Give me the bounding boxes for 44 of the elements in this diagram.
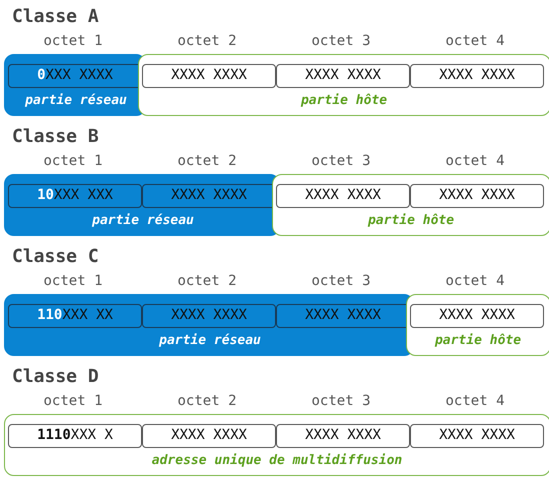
octet-header: octet 4: [446, 153, 504, 169]
part-label: partie réseau: [92, 213, 194, 228]
class-title: Classe B: [12, 126, 99, 147]
octet-bits: 10XXX XXX: [8, 184, 142, 208]
octet-header: octet 3: [312, 273, 370, 289]
part-label: partie hôte: [300, 93, 388, 108]
host-part-band: [406, 294, 549, 356]
octet-header: octet 1: [44, 153, 102, 169]
class-title: Classe C: [12, 246, 99, 267]
octet-bits: XXXX XXXX: [142, 304, 276, 328]
octet-bits: 110XXX XX: [8, 304, 142, 328]
octet-header: octet 2: [178, 393, 236, 409]
host-part-band: [138, 54, 549, 116]
octet-header: octet 1: [44, 393, 102, 409]
octet-bits: XXXX XXXX: [410, 184, 544, 208]
part-label: partie hôte: [434, 333, 522, 348]
octet-header: octet 1: [44, 273, 102, 289]
octet-header: octet 4: [446, 393, 504, 409]
octet-bits: XXXX XXXX: [410, 64, 544, 88]
octet-bits: XXXX XXXX: [276, 424, 410, 448]
octet-bits: XXXX XXXX: [142, 64, 276, 88]
part-label: adresse unique de multidiffusion: [152, 453, 402, 468]
octet-header: octet 3: [312, 393, 370, 409]
octet-header: octet 2: [178, 273, 236, 289]
octet-bits: XXXX XXXX: [276, 64, 410, 88]
octet-header: octet 2: [178, 33, 236, 49]
octet-bits: XXXX XXXX: [276, 184, 410, 208]
class-title: Classe A: [12, 6, 99, 27]
octet-header: octet 3: [312, 153, 370, 169]
part-label: partie réseau: [25, 93, 127, 108]
class-title: Classe D: [12, 366, 99, 387]
octet-header: octet 2: [178, 153, 236, 169]
octet-header: octet 4: [446, 33, 504, 49]
part-label: partie réseau: [159, 333, 261, 348]
octet-header: octet 3: [312, 33, 370, 49]
octet-bits: XXXX XXXX: [410, 304, 544, 328]
octet-bits: XXXX XXXX: [142, 424, 276, 448]
octet-bits: 1110XXX X: [8, 424, 142, 448]
octet-header: octet 4: [446, 273, 504, 289]
octet-bits: XXXX XXXX: [410, 424, 544, 448]
host-part-band: [4, 414, 549, 476]
host-part-band: [272, 174, 549, 236]
octet-header: octet 1: [44, 33, 102, 49]
part-label: partie hôte: [368, 213, 454, 228]
